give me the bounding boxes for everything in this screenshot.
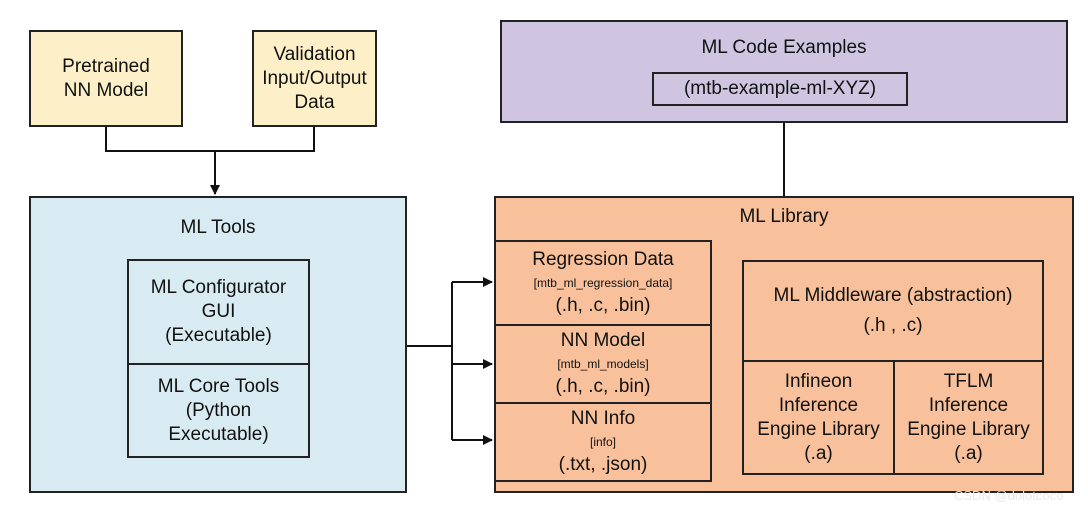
watermark: CSDN @dolotcoco [954, 488, 1064, 503]
nn-model-files: (.h, .c, .bin) [555, 376, 651, 397]
code-examples-inner-label: (mtb-example-ml-XYZ) [683, 78, 877, 99]
pretrained-line1: Pretrained [62, 55, 150, 77]
validation-line1: Validation [273, 43, 356, 65]
code-examples-title: ML Code Examples [701, 37, 867, 58]
ml-middleware-box: ML Middleware (abstraction) (.h , .c) [742, 260, 1044, 362]
middleware-title: ML Middleware (abstraction) [773, 285, 1013, 306]
nn-info-files: (.txt, .json) [558, 454, 648, 475]
pretrained-model-box: Pretrained NN Model [29, 30, 183, 127]
configurator-line1: ML Configurator [150, 277, 287, 298]
regression-tag: [mtb_ml_regression_data] [533, 276, 673, 290]
pretrained-line2: NN Model [63, 79, 149, 101]
regression-data-box: Regression Data [mtb_ml_regression_data]… [494, 240, 712, 326]
infineon-line2: Inference [778, 394, 859, 416]
tflm-line3: Engine Library [907, 418, 1030, 440]
nn-model-box: NN Model [mtb_ml_models] (.h, .c, .bin) [494, 324, 712, 404]
configurator-line3: (Executable) [165, 325, 272, 346]
ml-library-title: ML Library [739, 206, 829, 227]
regression-title: Regression Data [532, 249, 674, 270]
core-line2: (Python [185, 399, 252, 421]
tflm-line4: (.a) [954, 442, 983, 464]
infineon-line3: Engine Library [757, 418, 880, 440]
validation-line3: Data [294, 91, 335, 113]
middleware-files: (.h , .c) [863, 315, 923, 336]
nn-info-box: NN Info [info] (.txt, .json) [494, 402, 712, 482]
ml-tools-title: ML Tools [180, 217, 256, 238]
tflm-line1: TFLM [943, 370, 994, 392]
ml-library-box: ML Library Regression Data [mtb_ml_regre… [494, 196, 1074, 493]
ml-configurator-box: ML Configurator GUI (Executable) [127, 259, 310, 365]
nn-model-tag: [mtb_ml_models] [557, 357, 649, 371]
code-examples-inner-box: (mtb-example-ml-XYZ) [652, 72, 908, 106]
infineon-line4: (.a) [804, 442, 833, 464]
ml-tools-box: ML Tools ML Configurator GUI (Executable… [29, 196, 407, 493]
nn-model-title: NN Model [560, 330, 646, 351]
infineon-engine-box: Infineon Inference Engine Library (.a) [742, 360, 895, 475]
nn-info-title: NN Info [570, 408, 636, 429]
validation-data-box: Validation Input/Output Data [252, 30, 377, 127]
validation-line2: Input/Output [262, 67, 367, 89]
ml-core-tools-box: ML Core Tools (Python Executable) [127, 363, 310, 458]
core-line1: ML Core Tools [157, 375, 280, 397]
core-line3: Executable) [168, 423, 269, 445]
infineon-line1: Infineon [784, 370, 853, 392]
tflm-line2: Inference [928, 394, 1009, 416]
nn-info-tag: [info] [589, 435, 616, 449]
input-merge-line [105, 126, 315, 152]
code-examples-box: ML Code Examples (mtb-example-ml-XYZ) [500, 20, 1068, 123]
regression-files: (.h, .c, .bin) [555, 295, 651, 316]
configurator-line2: GUI [201, 301, 236, 322]
tflm-engine-box: TFLM Inference Engine Library (.a) [893, 360, 1044, 475]
